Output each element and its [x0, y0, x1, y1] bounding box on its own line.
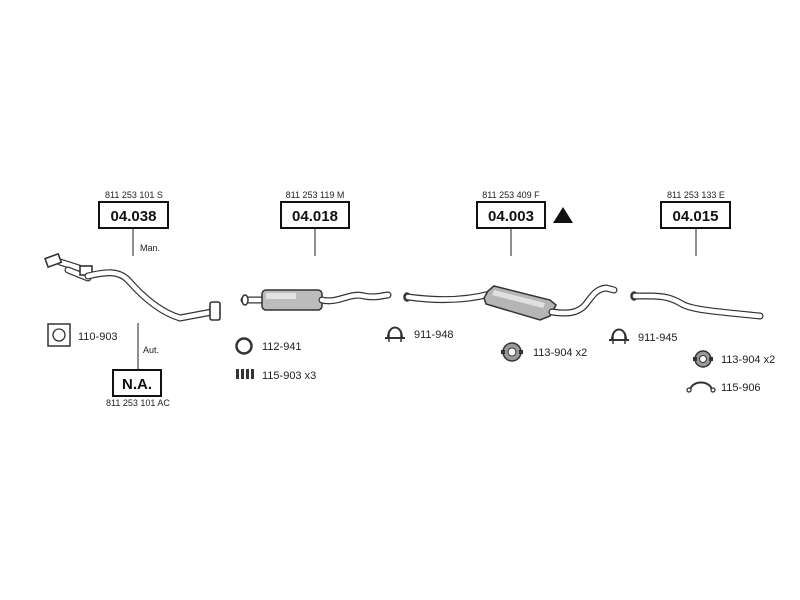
- ring-accessory[interactable]: 112-941: [235, 337, 302, 355]
- ring-icon: [235, 337, 253, 355]
- automatic-note: Aut.: [143, 345, 159, 355]
- clamp-part-number: 911-948: [414, 329, 454, 341]
- tail-pipe-part[interactable]: [630, 291, 764, 320]
- part-group-04003: 811 253 409 F 04.003: [476, 190, 573, 256]
- part-code[interactable]: 04.003: [488, 208, 534, 225]
- warning-triangle-icon: [553, 207, 573, 223]
- rubber-hanger-icon: [693, 350, 713, 368]
- na-code[interactable]: N.A.: [122, 376, 152, 393]
- bracket-icon: [686, 381, 716, 393]
- part-code[interactable]: 04.015: [673, 208, 719, 225]
- part-group-04018: 811 253 119 M 04.018: [280, 190, 350, 256]
- hanger-accessory[interactable]: 113-904 x2: [693, 350, 775, 368]
- na-code-box[interactable]: [112, 369, 162, 397]
- part-ref-label: 811 253 133 E: [667, 190, 725, 200]
- clamp-part-number: 911-945: [638, 332, 678, 344]
- transmission-note: Man.: [140, 243, 160, 253]
- spring-accessory[interactable]: 115-903 x3: [236, 369, 316, 382]
- part-group-04015: 811 253 133 E 04.015: [660, 190, 731, 256]
- ring-part-number: 112-941: [262, 341, 302, 353]
- clamp-icon: [385, 326, 405, 342]
- clamp-accessory[interactable]: 911-948: [385, 326, 454, 343]
- part-ref-label: 811 253 409 F: [482, 190, 540, 200]
- front-pipe-part[interactable]: [44, 252, 221, 322]
- na-ref-label: 811 253 101 AC: [106, 398, 170, 408]
- hanger-part-number: 113-904 x2: [533, 347, 587, 359]
- clamp-icon: [609, 328, 629, 344]
- part-group-04038: 811 253 101 S 04.038 Man.: [98, 190, 169, 256]
- bracket-part-number: 115-906: [721, 382, 761, 394]
- center-muffler-part[interactable]: [403, 284, 618, 321]
- part-code[interactable]: 04.018: [292, 208, 338, 225]
- part-ref-label: 811 253 119 M: [286, 190, 345, 200]
- rubber-hanger-icon: [501, 342, 523, 362]
- part-code-box[interactable]: [476, 201, 546, 229]
- spring-part-number: 115-903 x3: [262, 370, 316, 382]
- hanger-accessory[interactable]: 113-904 x2: [501, 342, 587, 362]
- part-ref-label: 811 253 101 S: [105, 190, 163, 200]
- gasket-part-number: 110-903: [78, 331, 118, 343]
- na-part-group: Aut. N.A. 811 253 101 AC: [106, 323, 170, 408]
- gasket-accessory[interactable]: 110-903: [47, 323, 118, 347]
- bracket-accessory[interactable]: 115-906: [686, 381, 761, 394]
- part-code[interactable]: 04.038: [111, 208, 157, 225]
- clamp-accessory[interactable]: 911-945: [609, 328, 678, 345]
- front-muffler-part[interactable]: [240, 289, 392, 311]
- hanger-part-number: 113-904 x2: [721, 354, 775, 366]
- spring-icon: [236, 369, 254, 379]
